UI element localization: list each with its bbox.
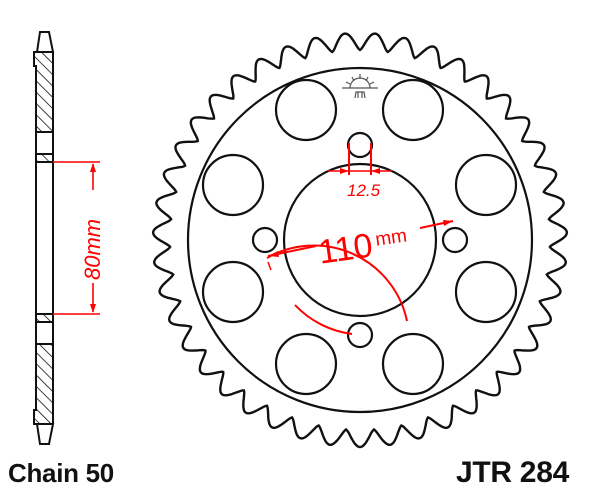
pcd-arc-main — [266, 244, 408, 322]
lightening-hole — [201, 153, 265, 217]
bolt-hole — [346, 131, 374, 159]
bolt-hole-dimension: 12.5 — [347, 181, 381, 200]
lightening-hole — [381, 78, 445, 142]
lightening-hole — [454, 153, 518, 217]
side-profile-view — [33, 31, 55, 445]
center-bore-circle — [282, 162, 438, 318]
pcd-dimension-unit: mm — [374, 225, 408, 250]
bolt-hole — [346, 321, 374, 349]
sun-logo-icon — [342, 74, 378, 99]
pcd-dimension-value: 110 — [316, 226, 375, 271]
lightening-hole — [201, 260, 265, 324]
sprocket-front-view — [151, 32, 569, 449]
lightening-holes — [201, 78, 518, 396]
pcd-arc-lower — [294, 304, 353, 335]
lightening-hole — [454, 260, 518, 324]
bore-side-dimension: 80mm — [80, 219, 105, 280]
dimension-annotations — [53, 143, 454, 335]
sprocket-teeth-outline — [151, 32, 569, 449]
bolt-hole — [251, 226, 279, 254]
bolt-hole — [441, 226, 469, 254]
part-number-label: JTR 284 — [456, 456, 569, 489]
lightening-hole — [274, 332, 338, 396]
chain-size-label: Chain 50 — [8, 458, 114, 488]
inner-ring-circle — [186, 66, 534, 414]
lightening-hole — [381, 332, 445, 396]
lightening-hole — [274, 78, 338, 142]
